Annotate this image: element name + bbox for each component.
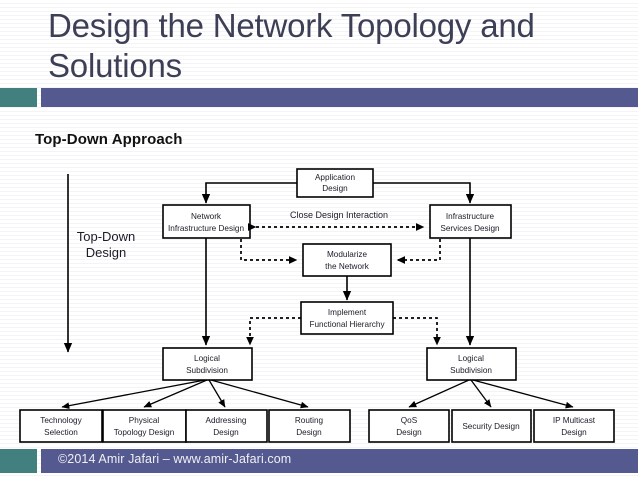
section-heading: Top-Down Approach xyxy=(35,131,183,148)
leaf-ip-multicast-design: IP Multicast Design xyxy=(533,409,615,443)
edge-implement-to-right-subdivision xyxy=(393,317,441,346)
edge-app-to-network xyxy=(201,182,297,204)
edges-right-subdivision-fanout xyxy=(408,379,574,409)
node-logical-subdivision-right: Logical Subdivision xyxy=(426,347,517,381)
logical-subdivision-left-line2: Subdivision xyxy=(186,366,228,375)
header-accent-bar xyxy=(41,88,638,107)
node-modularize-the-network: Modularize the Network xyxy=(302,243,392,277)
modularize-line2: the Network xyxy=(325,262,370,271)
leaf-left-1-line2: Topology Design xyxy=(114,428,175,437)
leaf-left-2-line1: Addressing xyxy=(206,416,247,425)
node-infrastructure-services-design: Infrastructure Services Design xyxy=(429,204,512,239)
edges-left-subdivision-fanout xyxy=(61,379,309,409)
leaf-left-3-line2: Design xyxy=(296,428,322,437)
footer-accent-bar xyxy=(41,449,638,473)
edge-implement-to-left-subdivision xyxy=(246,317,301,346)
edge-close-design-interaction: Close Design Interaction xyxy=(247,210,425,231)
top-down-label: Top-Down Design xyxy=(77,229,136,260)
leaf-right-0-line2: Design xyxy=(396,428,422,437)
logical-subdivision-right-line1: Logical xyxy=(458,354,484,363)
leaf-security-design: Security Design xyxy=(451,409,532,443)
edge-app-to-services xyxy=(373,182,475,204)
infrastructure-services-design-line1: Infrastructure xyxy=(446,212,495,221)
network-infrastructure-design-line2: Infrastructure Design xyxy=(168,224,244,233)
implement-line1: Implement xyxy=(328,308,367,317)
leaf-physical-topology-design: Physical Topology Design xyxy=(102,409,187,443)
node-network-infrastructure-design: Network Infrastructure Design xyxy=(162,204,251,239)
logical-subdivision-right-line2: Subdivision xyxy=(450,366,492,375)
leaf-right-2-line1: IP Multicast xyxy=(553,416,596,425)
leaf-left-0-line1: Technology xyxy=(40,416,82,425)
leaf-right-1-line1: Security Design xyxy=(462,422,520,431)
leaf-right-0-line1: QoS xyxy=(401,416,418,425)
leaf-left-3-line1: Routing xyxy=(295,416,324,425)
leaf-left-1-line1: Physical xyxy=(129,416,160,425)
top-down-design-diagram: Top-Down Design Application Design Netwo… xyxy=(0,160,638,445)
application-design-line2: Design xyxy=(322,184,348,193)
modularize-line1: Modularize xyxy=(327,250,367,259)
edge-services-to-modularize xyxy=(396,239,441,264)
footer-copyright: ©2014 Amir Jafari – www.amir-Jafari.com xyxy=(58,452,292,466)
leaf-qos-design: QoS Design xyxy=(368,409,450,443)
logical-subdivision-left-line1: Logical xyxy=(194,354,220,363)
application-design-line1: Application xyxy=(315,173,356,182)
top-down-label-line2: Design xyxy=(86,245,126,260)
node-application-design: Application Design xyxy=(296,168,374,198)
infrastructure-services-design-line2: Services Design xyxy=(440,224,500,233)
node-implement-functional-hierarchy: Implement Functional Hierarchy xyxy=(300,301,394,335)
footer-accent-teal xyxy=(0,449,37,473)
node-logical-subdivision-left: Logical Subdivision xyxy=(162,347,253,381)
top-down-label-line1: Top-Down xyxy=(77,229,136,244)
leaf-routing-design: Routing Design xyxy=(268,409,351,443)
leaf-left-0-line2: Selection xyxy=(44,428,78,437)
leaf-left-2-line2: Design xyxy=(213,428,239,437)
leaf-technology-selection: Technology Selection xyxy=(19,409,103,443)
page-title: Design the Network Topology and Solution… xyxy=(48,7,535,84)
network-infrastructure-design-line1: Network xyxy=(191,212,222,221)
leaf-addressing-design: Addressing Design xyxy=(185,409,268,443)
leaf-right-2-line2: Design xyxy=(561,428,587,437)
header-accent-teal xyxy=(0,88,37,107)
close-design-interaction-label: Close Design Interaction xyxy=(290,210,388,220)
edge-network-to-modularize xyxy=(240,239,298,264)
implement-line2: Functional Hierarchy xyxy=(309,320,385,329)
